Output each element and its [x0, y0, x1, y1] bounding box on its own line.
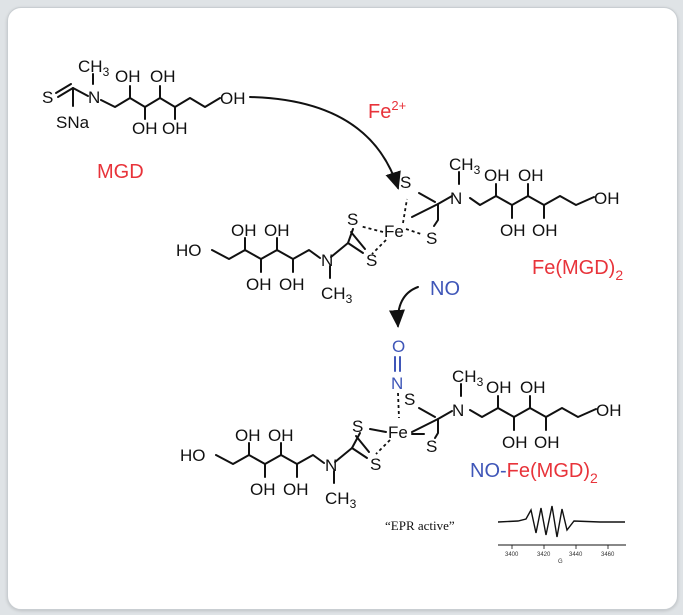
svg-text:OH: OH — [532, 221, 558, 240]
hydroxyl: OH — [132, 119, 158, 138]
epr-spectrum: “EPR active” 3400 3420 3440 3460 G — [385, 505, 626, 565]
svg-text:OH: OH — [502, 433, 528, 452]
svg-text:S: S — [400, 173, 411, 192]
svg-text:N: N — [452, 401, 464, 420]
svg-text:OH: OH — [484, 166, 510, 185]
svg-text:CH3: CH3 — [452, 367, 484, 389]
no-reagent-label: NO — [430, 278, 460, 300]
nitrosyl-nitrogen: N — [391, 374, 403, 393]
hydroxyl: OH — [115, 67, 141, 86]
svg-text:CH3: CH3 — [325, 489, 357, 511]
svg-text:OH: OH — [250, 480, 276, 499]
epr-active-label: “EPR active” — [385, 518, 455, 533]
hydroxyl: OH — [150, 67, 176, 86]
figure-card — [7, 7, 678, 610]
svg-text:OH: OH — [518, 166, 544, 185]
svg-text:HO: HO — [176, 241, 202, 260]
mgd-structure: S N SNa CH3 OH OH OH OH OH — [42, 57, 246, 138]
epr-tick-label: 3440 — [569, 552, 583, 558]
svg-text:S: S — [347, 210, 358, 229]
svg-text:OH: OH — [486, 378, 512, 397]
svg-text:N: N — [321, 251, 333, 270]
svg-text:HO: HO — [180, 446, 206, 465]
svg-text:OH: OH — [231, 221, 257, 240]
no-fe-mgd2-structure: O N S S N CH3 OH OH OH OH OH Fe — [180, 337, 622, 511]
svg-text:N: N — [450, 189, 462, 208]
svg-text:OH: OH — [594, 189, 620, 208]
fe-atom: Fe — [388, 423, 408, 442]
no-addition-arrow — [388, 286, 419, 328]
svg-text:N: N — [325, 456, 337, 475]
epr-tick-label: 3420 — [537, 552, 551, 558]
svg-text:S: S — [426, 229, 437, 248]
svg-text:OH: OH — [534, 433, 560, 452]
atom-sna: SNa — [56, 113, 90, 132]
no-fe-mgd2-label: NO-Fe(MGD)2 — [470, 460, 598, 486]
svg-text:OH: OH — [279, 275, 305, 294]
svg-text:CH3: CH3 — [321, 284, 353, 306]
epr-tick-label: 3400 — [505, 552, 519, 558]
svg-text:OH: OH — [520, 378, 546, 397]
svg-text:OH: OH — [235, 426, 261, 445]
fe-atom: Fe — [384, 222, 404, 241]
fe-mgd2-label: Fe(MGD)2 — [532, 257, 623, 283]
svg-text:OH: OH — [283, 480, 309, 499]
methyl-group: CH — [78, 57, 103, 76]
atom-n: N — [88, 88, 100, 107]
svg-text:OH: OH — [246, 275, 272, 294]
svg-text:S: S — [352, 417, 363, 436]
svg-text:OH: OH — [500, 221, 526, 240]
svg-text:OH: OH — [264, 221, 290, 240]
atom-s: S — [42, 88, 53, 107]
epr-tick-label: 3460 — [601, 552, 615, 558]
hydroxyl: OH — [162, 119, 188, 138]
fe-reagent-label: Fe2+ — [368, 98, 406, 123]
mgd-label: MGD — [97, 161, 144, 183]
svg-text:S: S — [426, 437, 437, 456]
svg-text:S: S — [370, 455, 381, 474]
svg-text:CH3: CH3 — [449, 155, 481, 177]
svg-text:OH: OH — [268, 426, 294, 445]
svg-text:CH3: CH3 — [78, 57, 110, 79]
svg-text:OH: OH — [596, 401, 622, 420]
epr-axis-unit: G — [558, 559, 563, 565]
fe-mgd2-structure: S S N CH3 OH OH OH OH OH Fe S S N CH3 OH… — [176, 155, 620, 306]
nitrosyl-oxygen: O — [392, 337, 405, 356]
svg-text:S: S — [366, 251, 377, 270]
hydroxyl: OH — [220, 89, 246, 108]
fe-addition-arrow — [249, 96, 401, 190]
epr-signal-trace — [497, 505, 625, 538]
svg-text:S: S — [404, 390, 415, 409]
